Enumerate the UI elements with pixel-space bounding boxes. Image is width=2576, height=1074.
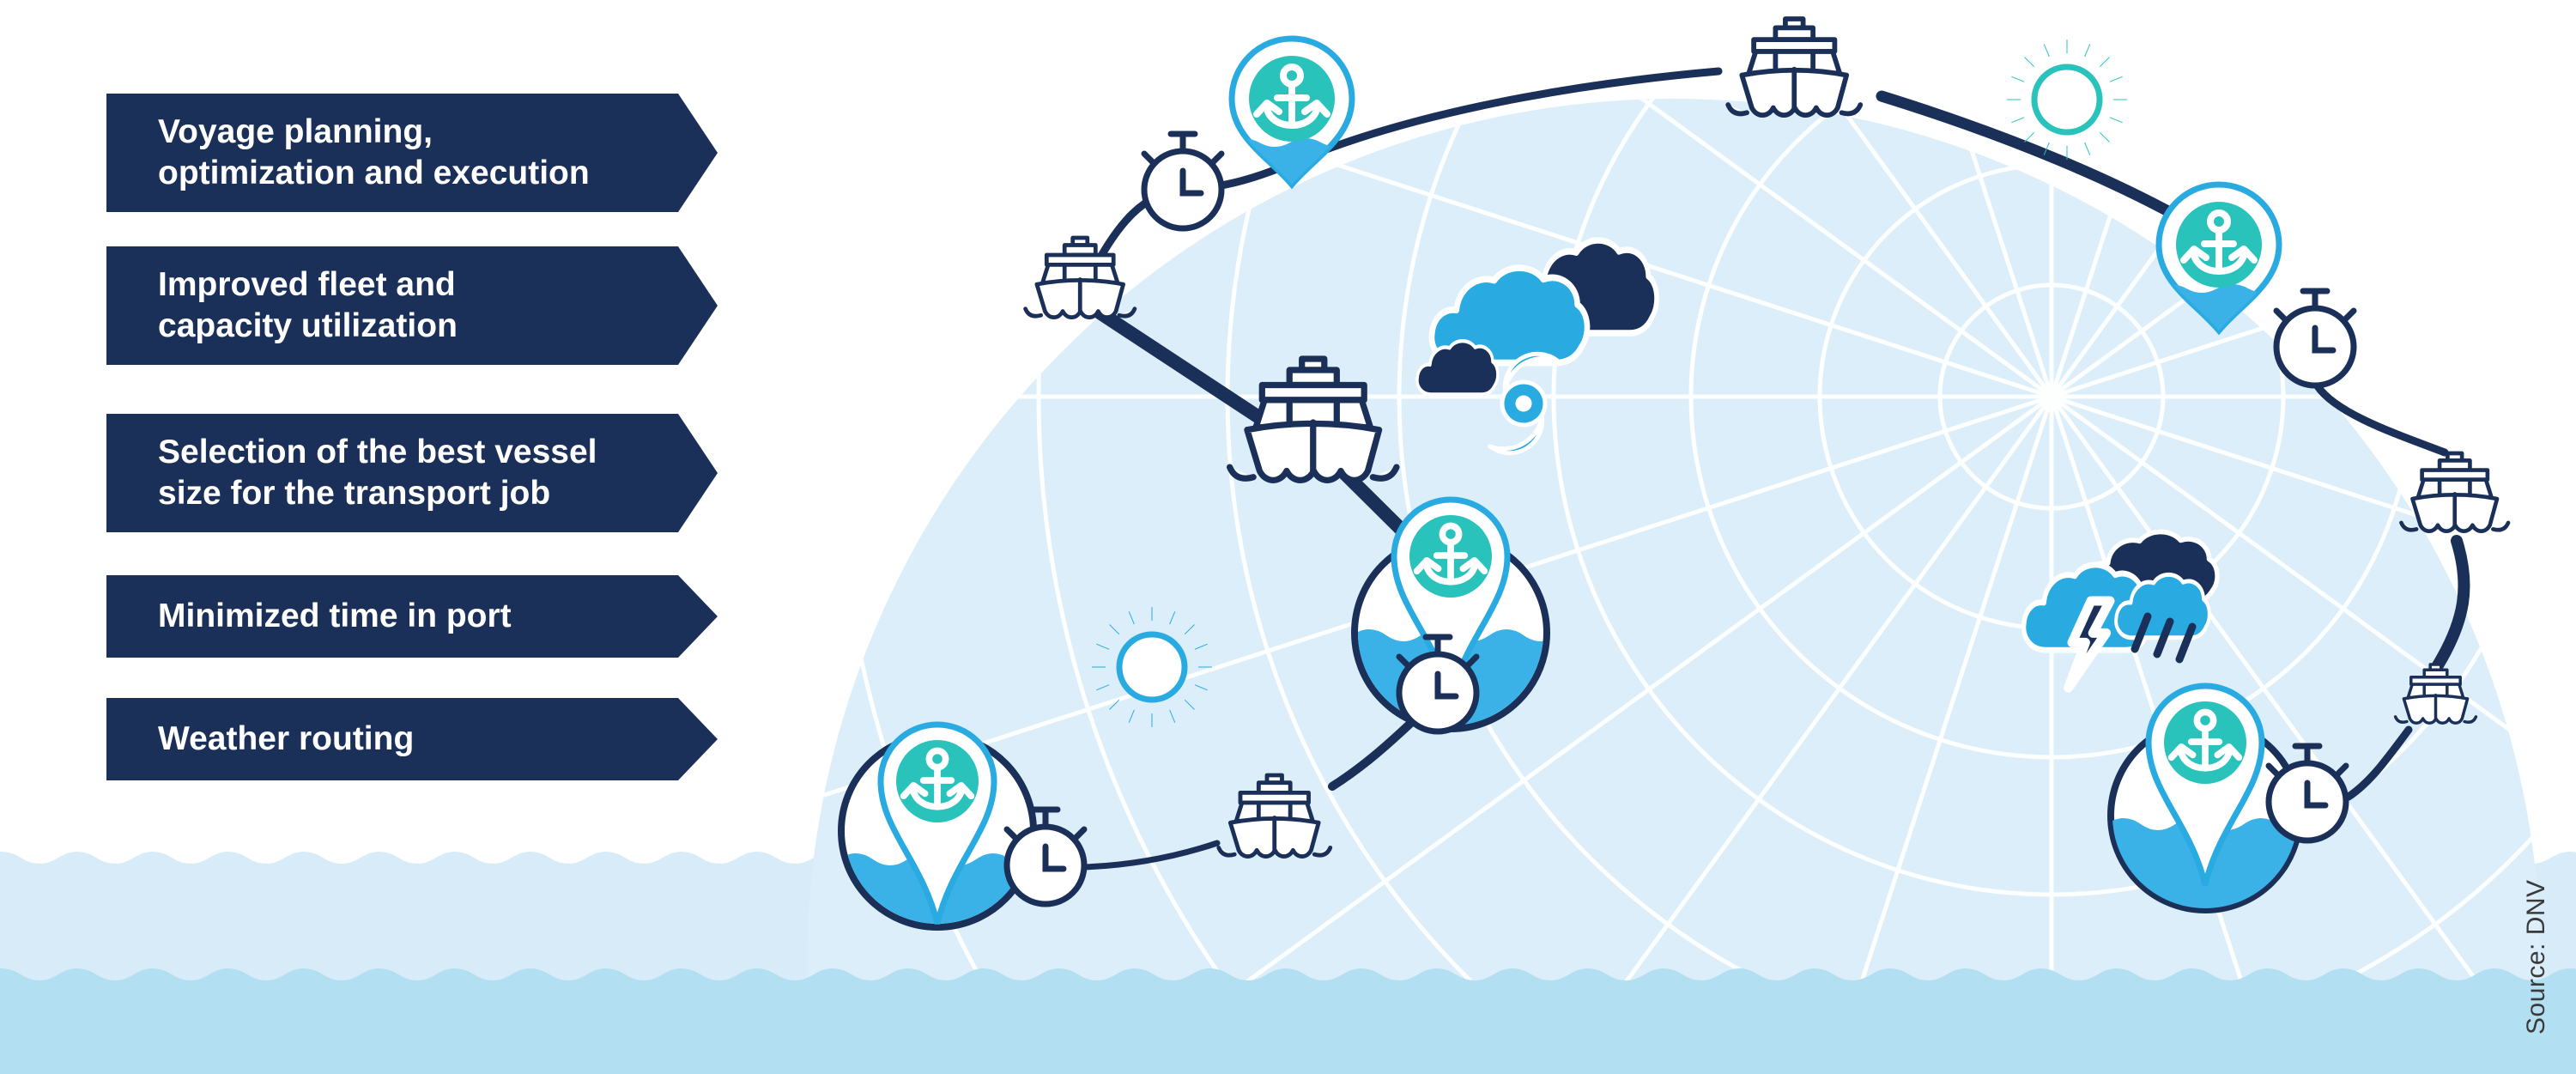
- source-credit: Source: DNV: [2522, 879, 2550, 1035]
- port-circle: [1351, 500, 1550, 731]
- storm-weather-group: [2024, 532, 2218, 693]
- rain-icon: [2131, 612, 2197, 664]
- banner-minimized-time: Minimized time in port: [106, 575, 718, 658]
- hurricane-weather-group: [1417, 240, 1657, 456]
- port-circle: [2107, 686, 2346, 913]
- sun-icon: [1091, 606, 1213, 728]
- banner-fleet-utilization: Improved fleet and capacity utilization: [106, 246, 718, 365]
- banner-text: Weather routing: [158, 720, 415, 757]
- banner-text: Minimized time in port: [158, 598, 512, 634]
- banner-text: optimization and execution: [158, 155, 590, 191]
- banner-text: Voyage planning,: [158, 113, 433, 150]
- stopwatch-icon: [2276, 291, 2354, 385]
- banner-vessel-selection: Selection of the best vessel size for th…: [106, 414, 718, 532]
- ship-icon: [1728, 19, 1860, 115]
- ship-icon: [1026, 238, 1135, 318]
- banner-weather-routing: Weather routing: [106, 698, 718, 780]
- hurricane-icon: [1488, 351, 1560, 456]
- stopwatch-icon: [1144, 134, 1221, 228]
- banner-text: Selection of the best vessel: [158, 434, 597, 470]
- sun-icon: [2006, 39, 2128, 161]
- banner-text: size for the transport job: [158, 475, 551, 512]
- banner-text: capacity utilization: [158, 307, 458, 344]
- lightning-icon: [2064, 596, 2115, 693]
- port-circle: [838, 725, 1084, 931]
- ship-icon: [2401, 453, 2508, 531]
- banner-voyage-planning: Voyage planning, optimization and execut…: [106, 94, 718, 212]
- sea-wave-front: [0, 968, 2576, 1074]
- banner-text: Improved fleet and: [158, 266, 456, 303]
